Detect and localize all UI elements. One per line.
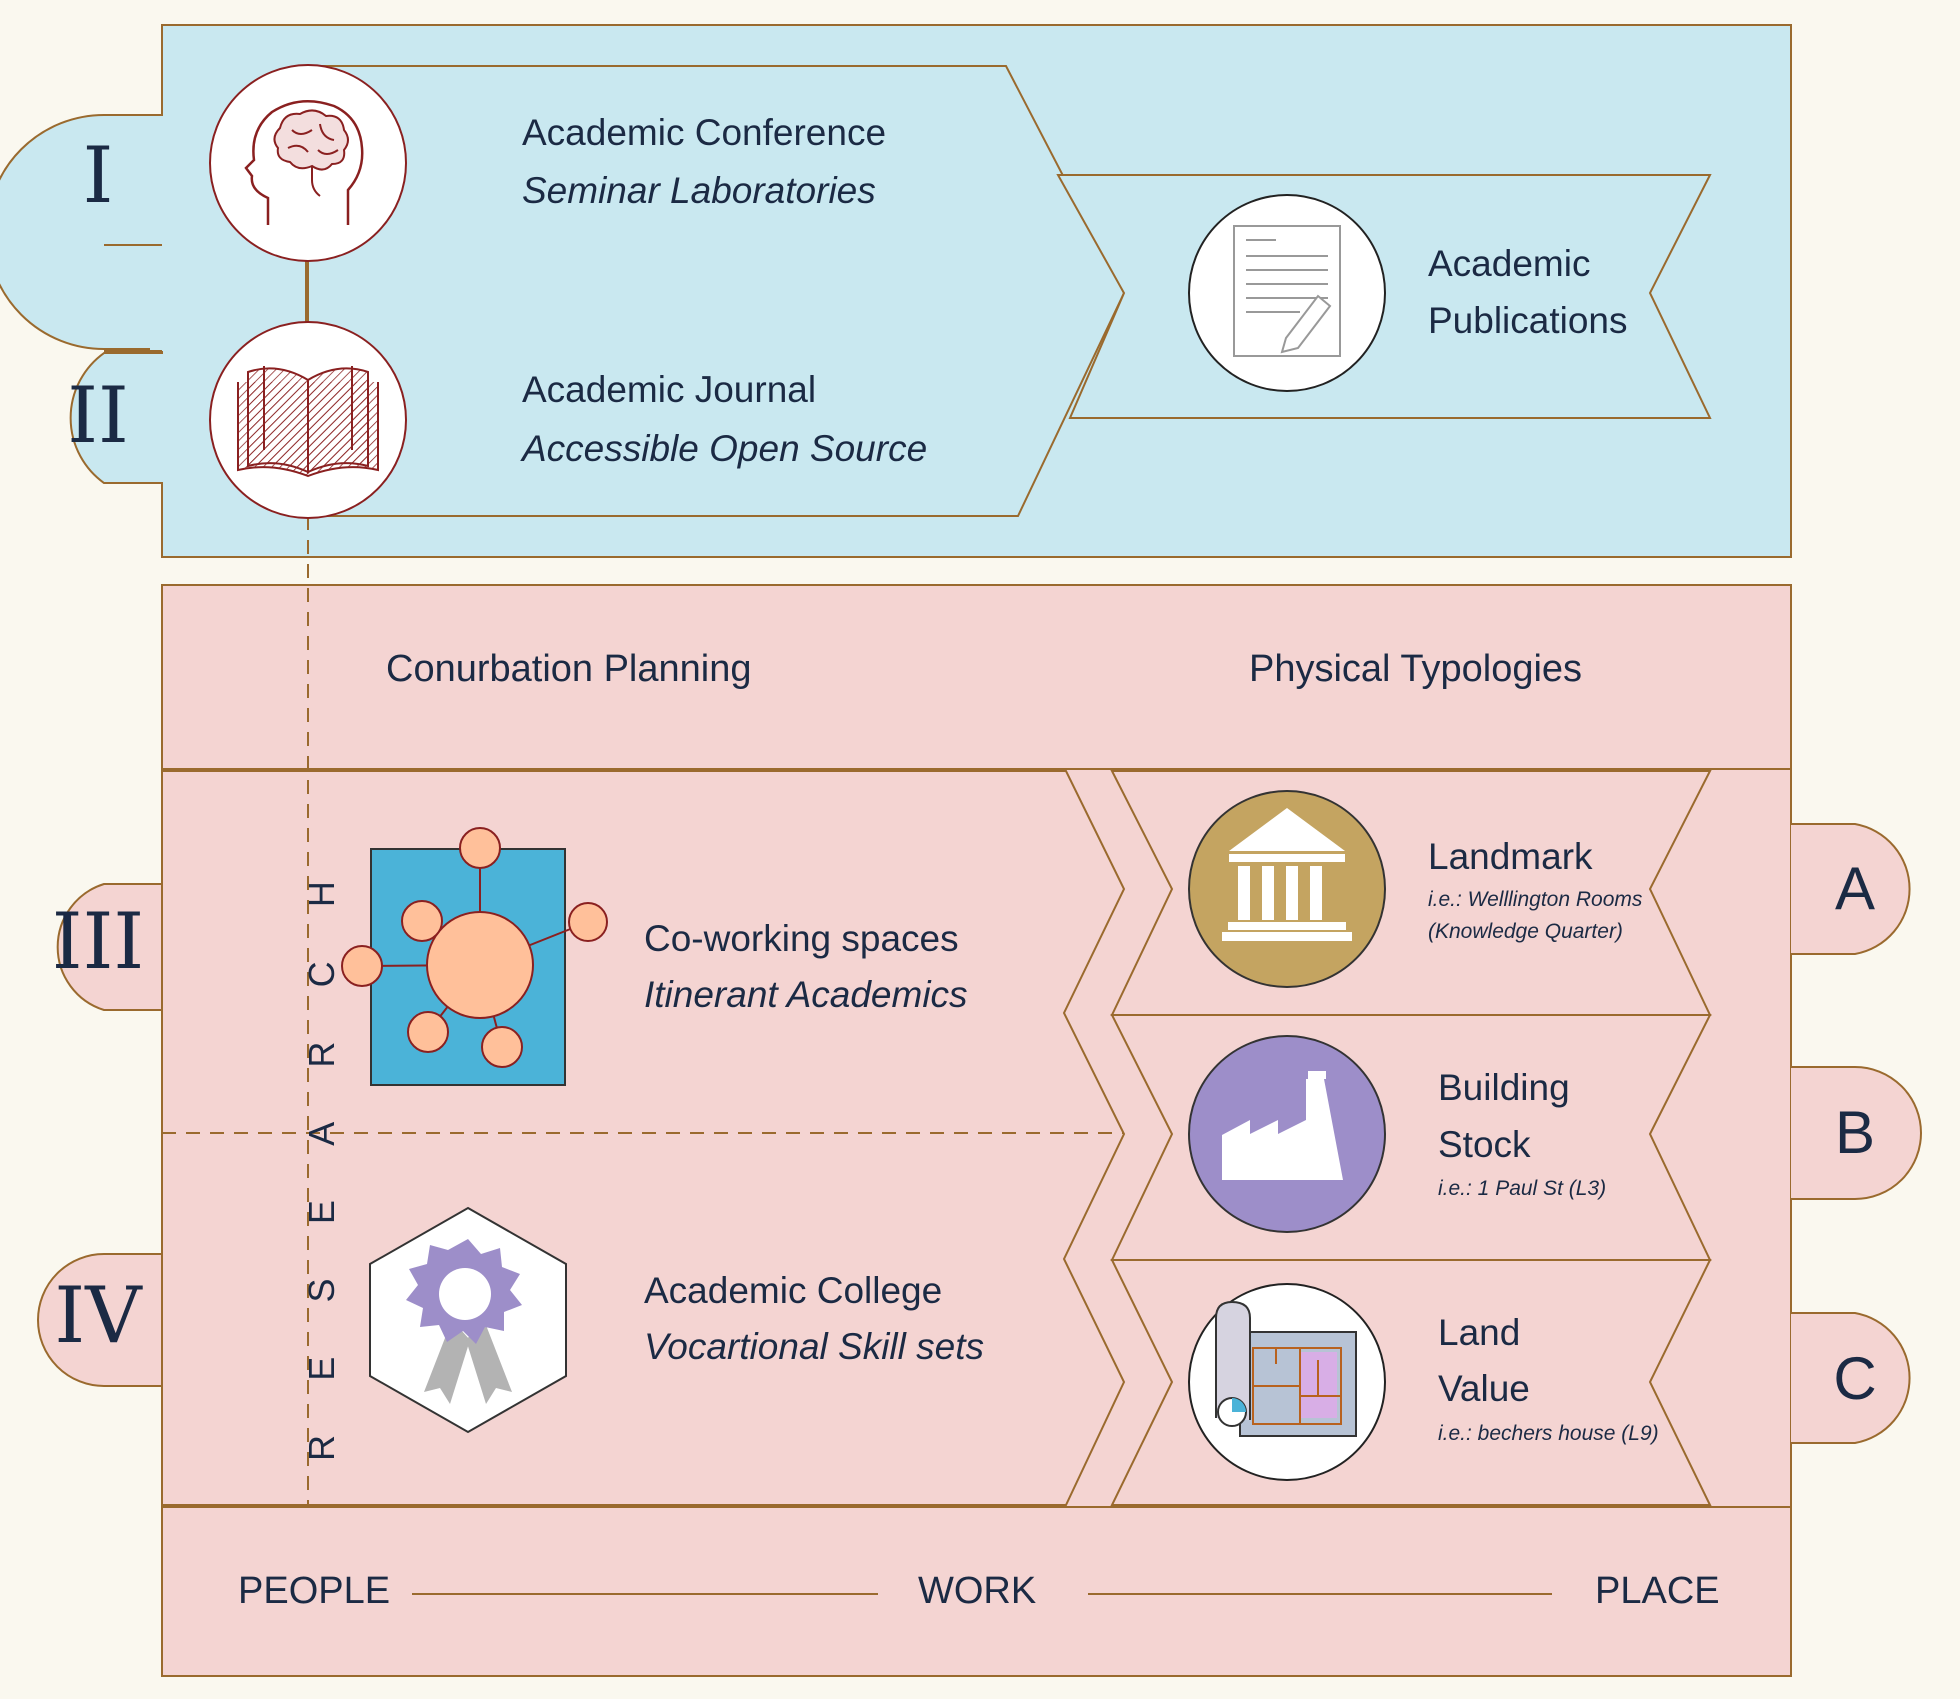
tab-numeral-1: I (82, 131, 114, 221)
land-line-1: Land (1438, 1312, 1521, 1353)
tab-letter-c: C (1833, 1345, 1877, 1412)
temple-icon (1188, 790, 1386, 988)
publications-line-1: Academic (1428, 243, 1591, 284)
footer-people: PEOPLE (238, 1570, 391, 1612)
research-letter: S (301, 1278, 342, 1303)
journal-title: Academic Journal (522, 369, 817, 410)
header-physical-typologies: Physical Typologies (1249, 648, 1583, 690)
open-book-icon (209, 321, 407, 519)
tab-numeral-3: III (51, 897, 145, 987)
publications-line-2: Publications (1428, 300, 1628, 341)
landmark-note-2: (Knowledge Quarter) (1428, 920, 1623, 943)
tab-numeral-2: II (67, 371, 129, 461)
brain-head-icon (209, 64, 407, 262)
research-letter: R (301, 1041, 342, 1068)
tab-numeral-4: IV (54, 1271, 142, 1361)
coworking-subtitle: Itinerant Academics (644, 974, 968, 1015)
document-pen-icon (1188, 194, 1386, 392)
coworking-title: Co-working spaces (644, 918, 959, 959)
footer-place: PLACE (1595, 1570, 1720, 1612)
research-letter: C (301, 961, 342, 988)
building-note: i.e.: 1 Paul St (L3) (1438, 1177, 1607, 1200)
header-conurbation-planning: Conurbation Planning (386, 648, 752, 690)
blueprint-icon (1188, 1283, 1386, 1481)
award-ribbon-icon (369, 1206, 567, 1434)
conference-subtitle: Seminar Laboratories (522, 170, 876, 211)
college-title: Academic College (644, 1270, 943, 1311)
landmark-title: Landmark (1428, 836, 1593, 877)
research-letter: E (301, 1356, 342, 1381)
factory-icon (1188, 1035, 1386, 1233)
research-vertical-label: R E S E A R C H (297, 881, 347, 1461)
journal-subtitle: Accessible Open Source (522, 428, 928, 469)
research-letter: E (301, 1200, 342, 1225)
conference-title: Academic Conference (522, 112, 887, 153)
building-line-2: Stock (1438, 1124, 1531, 1165)
research-letter: R (301, 1435, 342, 1461)
tab-letter-b: B (1834, 1099, 1876, 1166)
footer-work: WORK (918, 1570, 1037, 1612)
building-line-1: Building (1438, 1067, 1570, 1108)
network-icon (341, 827, 608, 1086)
tab-letter-a: A (1834, 855, 1876, 922)
research-letter: H (301, 881, 342, 908)
land-line-2: Value (1438, 1368, 1530, 1409)
landmark-note-1: i.e.: Welllington Rooms (1428, 888, 1643, 911)
research-letter: A (301, 1121, 342, 1146)
college-subtitle: Vocartional Skill sets (644, 1326, 984, 1367)
land-note: i.e.: bechers house (L9) (1438, 1422, 1659, 1445)
